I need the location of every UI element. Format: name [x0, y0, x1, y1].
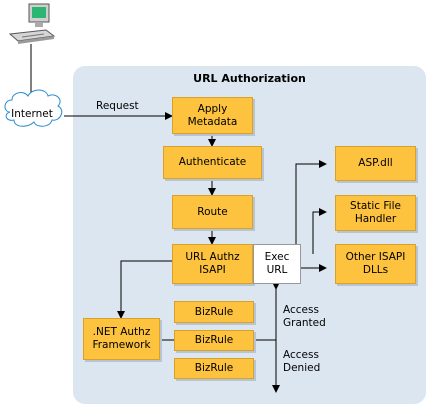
route-box: Route — [172, 195, 253, 229]
computer-icon — [8, 3, 56, 44]
panel-title: URL Authorization — [193, 72, 306, 85]
static-file-handler-box: Static File Handler — [335, 195, 416, 231]
apply-metadata-box: Apply Metadata — [172, 97, 253, 134]
internet-cloud — [4, 89, 63, 127]
url-authz-isapi-box: URL Authz ISAPI — [172, 244, 253, 284]
exec-url-box: Exec URL — [253, 244, 301, 284]
bizrule-box-3: BizRule — [174, 358, 254, 379]
request-label: Request — [96, 100, 139, 112]
bizrule-box-2: BizRule — [174, 330, 254, 351]
bizrule-box-1: BizRule — [174, 301, 254, 323]
arrow-to-net-authz — [117, 260, 172, 319]
internet-label: Internet — [11, 108, 53, 120]
net-authz-framework-box: .NET Authz Framework — [83, 318, 160, 360]
other-isapi-dlls-box: Other ISAPI DLLs — [335, 244, 416, 284]
arrow-to-asp-dll — [295, 160, 327, 245]
access-denied-label: Access Denied — [283, 349, 321, 374]
arrow-to-static-handler — [312, 208, 327, 254]
asp-dll-box: ASP.dll — [335, 146, 416, 181]
authenticate-box: Authenticate — [163, 146, 262, 179]
access-granted-label: Access Granted — [283, 304, 326, 329]
